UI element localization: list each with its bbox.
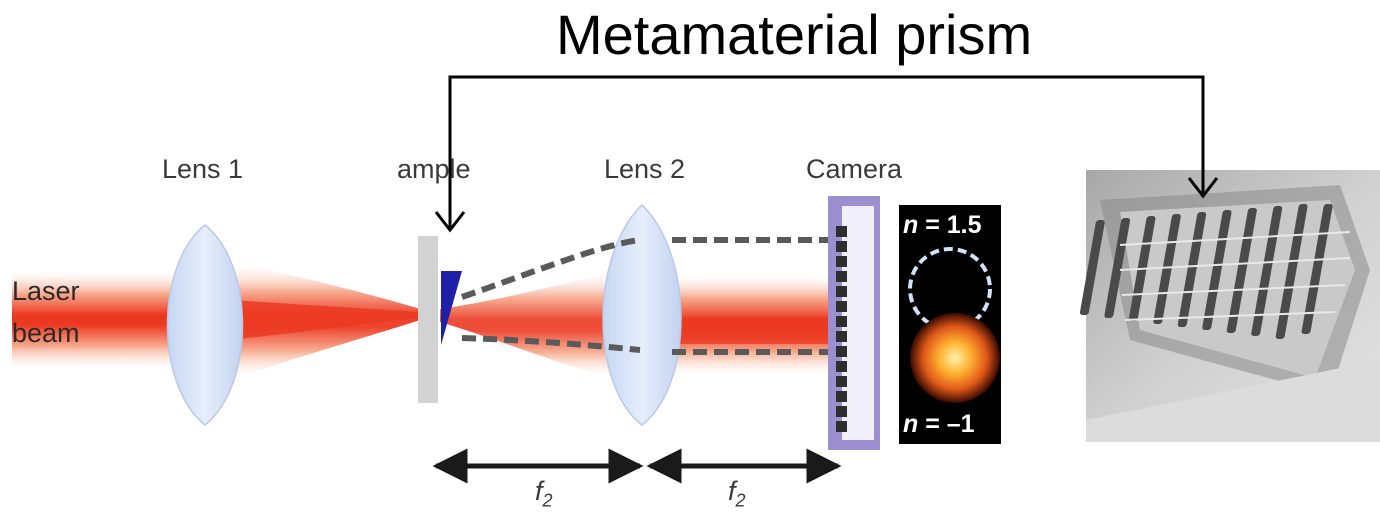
n-negative-spot [910,313,1000,403]
camera [828,196,880,450]
sample-label: ample [397,154,471,184]
n-positive-label: n = 1.5 [903,211,982,239]
lens-2 [602,203,682,426]
title-connector [434,75,1219,233]
dashed-ray-paths [461,237,832,355]
sample-label-clip: ample [397,150,497,190]
focal-distance-label-2: f2 [728,476,746,511]
lens-2-label: Lens 2 [604,154,686,184]
laser-label-line2: beam [12,318,80,348]
laser-label-line1: Laser [12,276,80,306]
sample-wedge [441,271,462,345]
diagram-title: Metamaterial prism [556,3,1033,66]
camera-image-panel [899,205,1001,444]
n-negative-label: n = –1 [903,410,975,438]
camera-label: Camera [806,154,903,184]
sem-prism-image [1079,170,1380,442]
focal-distance-label-1: f2 [535,476,553,511]
lens-1-label: Lens 1 [162,154,244,184]
sample-slide [418,236,438,403]
lens-1 [166,224,244,426]
